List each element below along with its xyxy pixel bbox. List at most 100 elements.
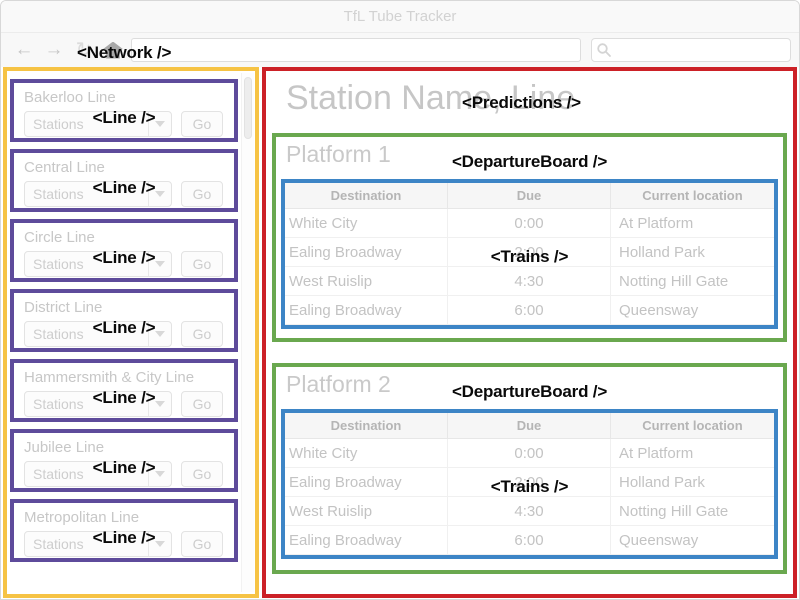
browser-toolbar: ← → ↻ [1, 33, 799, 67]
stations-select-placeholder: Stations [25, 466, 148, 482]
cell-destination: West Ruislip [285, 497, 448, 526]
station-title: Station Name, Line [286, 79, 575, 118]
search-input[interactable] [612, 43, 786, 58]
column-header-due: Due [448, 183, 611, 209]
table-row: Ealing Broadway 6:00 Queensway [285, 526, 774, 555]
cell-due: 0:00 [448, 209, 611, 238]
go-button[interactable]: Go [181, 461, 223, 487]
go-button[interactable]: Go [181, 181, 223, 207]
cell-destination: White City [285, 209, 448, 238]
cell-location: Notting Hill Gate [611, 497, 774, 526]
platform-title: Platform 2 [286, 371, 391, 398]
cell-destination: West Ruislip [285, 267, 448, 296]
line-card-hammersmith-city: Hammersmith & City Line Stations Go <Lin… [10, 359, 238, 422]
line-card-jubilee: Jubilee Line Stations Go <Line /> [10, 429, 238, 492]
go-button[interactable]: Go [181, 321, 223, 347]
cell-destination: Ealing Broadway [285, 296, 448, 325]
home-icon[interactable] [103, 42, 123, 59]
trains-table: Destination Due Current location White C… [281, 179, 778, 329]
sidebar-scrollbar-track[interactable] [241, 73, 254, 592]
cell-due: 2:00 [448, 468, 611, 497]
cell-location: At Platform [611, 439, 774, 468]
line-name: Central Line [24, 159, 234, 176]
predictions-panel: Station Name, Line <Predictions /> Platf… [262, 67, 797, 598]
line-card-circle: Circle Line Stations Go <Line /> [10, 219, 238, 282]
forward-icon[interactable]: → [43, 40, 65, 60]
line-name: District Line [24, 299, 234, 316]
platform-title: Platform 1 [286, 141, 391, 168]
stations-select-placeholder: Stations [25, 256, 148, 272]
stations-select[interactable]: Stations [24, 531, 172, 557]
table-row: Ealing Broadway 6:00 Queensway [285, 296, 774, 325]
go-button[interactable]: Go [181, 531, 223, 557]
column-header-location: Current location [611, 413, 774, 439]
refresh-icon[interactable]: ↻ [73, 40, 95, 60]
column-header-destination: Destination [285, 413, 448, 439]
chevron-down-icon[interactable] [148, 462, 171, 486]
line-name: Hammersmith & City Line [24, 369, 234, 386]
stations-select[interactable]: Stations [24, 251, 172, 277]
cell-due: 4:30 [448, 497, 611, 526]
line-card-district: District Line Stations Go <Line /> [10, 289, 238, 352]
stations-select-placeholder: Stations [25, 396, 148, 412]
table-header-row: Destination Due Current location [285, 183, 774, 209]
cell-destination: Ealing Broadway [285, 526, 448, 555]
chevron-down-icon[interactable] [148, 182, 171, 206]
network-panel: Bakerloo Line Stations Go <Line /> Centr… [3, 67, 259, 598]
cell-location: Queensway [611, 526, 774, 555]
cell-destination: Ealing Broadway [285, 238, 448, 267]
stations-select[interactable]: Stations [24, 181, 172, 207]
stations-select-placeholder: Stations [25, 536, 148, 552]
stations-select[interactable]: Stations [24, 321, 172, 347]
cell-location: Notting Hill Gate [611, 267, 774, 296]
table-row: West Ruislip 4:30 Notting Hill Gate [285, 267, 774, 296]
go-button[interactable]: Go [181, 111, 223, 137]
line-card-metropolitan: Metropolitan Line Stations Go <Line /> [10, 499, 238, 562]
chevron-down-icon[interactable] [148, 322, 171, 346]
cell-due: 2:00 [448, 238, 611, 267]
line-name: Circle Line [24, 229, 234, 246]
cell-destination: White City [285, 439, 448, 468]
cell-due: 0:00 [448, 439, 611, 468]
search-box[interactable] [591, 38, 791, 62]
back-icon[interactable]: ← [13, 40, 35, 60]
chevron-down-icon[interactable] [148, 112, 171, 136]
stations-select[interactable]: Stations [24, 111, 172, 137]
search-icon [596, 42, 612, 58]
go-button[interactable]: Go [181, 251, 223, 277]
sidebar-scrollbar-thumb[interactable] [244, 77, 252, 139]
cell-location: Holland Park [611, 238, 774, 267]
line-name: Metropolitan Line [24, 509, 234, 526]
cell-location: Queensway [611, 296, 774, 325]
cell-due: 6:00 [448, 526, 611, 555]
cell-due: 4:30 [448, 267, 611, 296]
departure-board-platform-2: Platform 2 <DepartureBoard /> Destinatio… [272, 363, 787, 574]
line-card-central: Central Line Stations Go <Line /> [10, 149, 238, 212]
table-row: West Ruislip 4:30 Notting Hill Gate [285, 497, 774, 526]
go-button[interactable]: Go [181, 391, 223, 417]
window-title: TfL Tube Tracker [344, 8, 457, 25]
stations-select[interactable]: Stations [24, 461, 172, 487]
table-row: White City 0:00 At Platform [285, 209, 774, 238]
line-name: Jubilee Line [24, 439, 234, 456]
stations-select-placeholder: Stations [25, 326, 148, 342]
chevron-down-icon[interactable] [148, 392, 171, 416]
chevron-down-icon[interactable] [148, 252, 171, 276]
table-row: Ealing Broadway 2:00 Holland Park [285, 468, 774, 497]
cell-location: At Platform [611, 209, 774, 238]
table-row: White City 0:00 At Platform [285, 439, 774, 468]
line-name: Bakerloo Line [24, 89, 234, 106]
departureboard-component-label: <DepartureBoard /> [452, 152, 607, 172]
url-input[interactable] [131, 38, 581, 62]
table-header-row: Destination Due Current location [285, 413, 774, 439]
stations-select-placeholder: Stations [25, 116, 148, 132]
departure-board-platform-1: Platform 1 <DepartureBoard /> Destinatio… [272, 133, 787, 342]
cell-destination: Ealing Broadway [285, 468, 448, 497]
cell-location: Holland Park [611, 468, 774, 497]
column-header-destination: Destination [285, 183, 448, 209]
departureboard-component-label: <DepartureBoard /> [452, 382, 607, 402]
chevron-down-icon[interactable] [148, 532, 171, 556]
stations-select[interactable]: Stations [24, 391, 172, 417]
cell-due: 6:00 [448, 296, 611, 325]
